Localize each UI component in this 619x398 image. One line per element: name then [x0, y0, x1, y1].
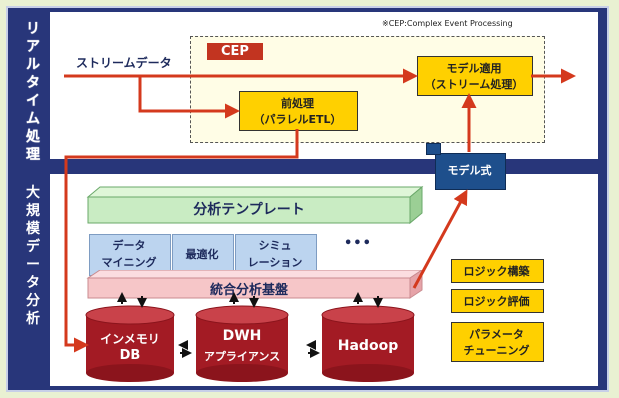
- more-ellipsis: •••: [344, 236, 372, 251]
- parameter-tuning-line2: チューニング: [463, 344, 530, 357]
- template-data-mining-line1: データ: [112, 239, 146, 252]
- template-simulation-line2: レーション: [247, 256, 303, 269]
- database-cylinders: [85, 305, 415, 382]
- db-dwh-line1: DWH: [222, 328, 262, 344]
- db-hadoop-label: Hadoop: [337, 338, 399, 354]
- template-simulation-line1: シミュ: [258, 239, 292, 252]
- model-apply-line2: （ストリーム処理）: [424, 78, 524, 91]
- db-inmemory-line2: DB: [119, 348, 141, 363]
- platform-to-formula-arrow: [412, 189, 468, 289]
- parameter-tuning-box: [451, 322, 544, 362]
- realtime-section-label: リアルタイム処理: [26, 21, 40, 163]
- dwh-cylinder: [195, 305, 289, 382]
- preprocess-line1: 前処理: [281, 97, 314, 110]
- template-data-mining-line2: マイニング: [101, 256, 157, 269]
- parameter-tuning-line1: パラメータ: [469, 328, 524, 341]
- logic-build-label: ロジック構築: [463, 265, 530, 278]
- db-dwh-line2: アプライアンス: [203, 350, 281, 363]
- model-formula-label: モデル式: [447, 164, 492, 177]
- cep-label-box: [207, 43, 263, 60]
- hadoop-cylinder: [321, 305, 415, 382]
- template-tile-optimization: [172, 234, 234, 276]
- cep-note: ※CEP:Complex Event Processing: [382, 19, 513, 28]
- analysis-template-slab: [86, 185, 424, 225]
- integrated-platform-slab: [86, 270, 423, 299]
- inmemory-db-cylinder: [85, 305, 175, 382]
- cep-label: CEP: [221, 44, 249, 59]
- db-db-links: [178, 340, 320, 358]
- analysis-template-label: 分析テンプレート: [193, 202, 305, 218]
- model-formula-box: [435, 153, 506, 190]
- bigdata-section-label: 大規模データ分析: [26, 185, 40, 327]
- platform-db-links: [117, 292, 383, 308]
- preprocess-to-db-arrow: [64, 129, 299, 353]
- template-optimization-label: 最適化: [185, 248, 219, 261]
- model-apply-line1: モデル適用: [446, 62, 502, 75]
- template-tile-data-mining: [89, 234, 171, 276]
- logic-build-box: [451, 259, 544, 283]
- logic-eval-label: ロジック評価: [463, 295, 530, 308]
- preprocess-line2: （パラレルETL）: [253, 113, 342, 126]
- model-formula-tab: [426, 143, 441, 155]
- db-inmemory-line1: インメモリ: [100, 332, 160, 346]
- logic-eval-box: [451, 289, 544, 313]
- stream-data-label: ストリームデータ: [76, 56, 172, 70]
- stream-to-preprocess-arrow: [138, 76, 240, 119]
- template-tile-simulation: [235, 234, 317, 276]
